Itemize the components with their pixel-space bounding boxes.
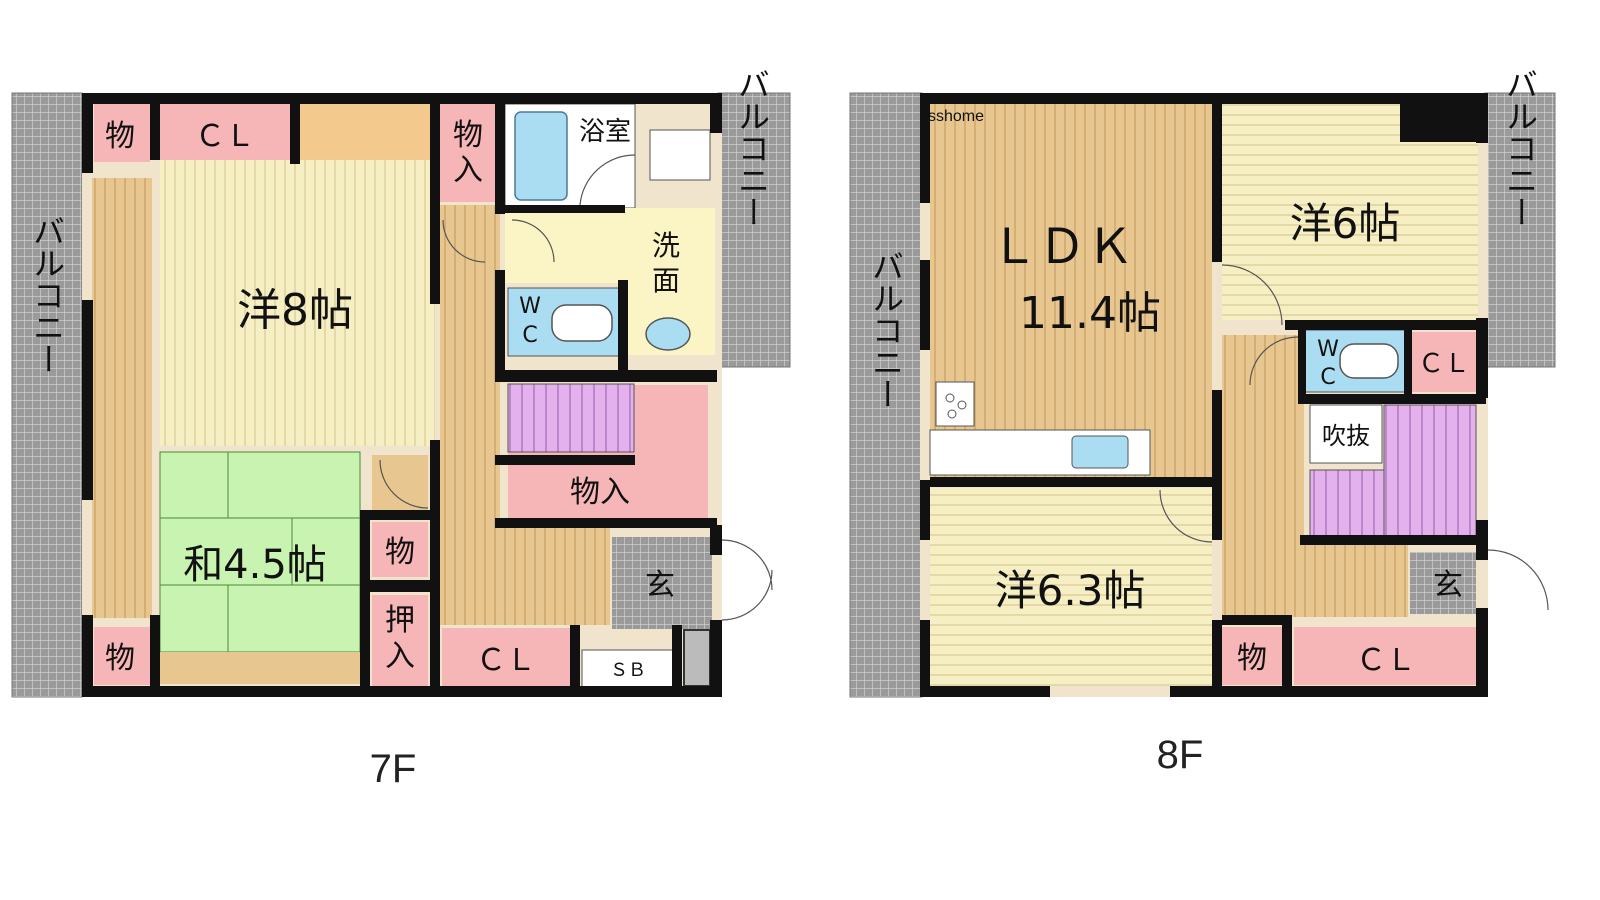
storage-top-7f (440, 104, 495, 202)
label-void-8f: 吹抜 (1322, 422, 1370, 450)
corridor-8f (1222, 335, 1304, 617)
label-entrance-8f: 玄 (1433, 568, 1463, 603)
label-bath-7f: 浴室 (579, 117, 631, 147)
label-closet-bottom-8f: ＣＬ (1356, 643, 1416, 678)
label-balcony-right-8f: バルコニー (1501, 68, 1539, 228)
storage-mono-tl-7f (94, 104, 150, 162)
corridor-left-7f (92, 178, 152, 618)
label-wc-7f-c: C (522, 323, 537, 348)
bathtub-icon (514, 111, 568, 201)
label-japanese-room-7f: 和4.5帖 (183, 542, 327, 588)
toilet-icon-8f (1339, 343, 1399, 379)
washroom-7f (505, 208, 715, 283)
label-balcony-right-7f: バルコニー (733, 68, 771, 228)
entrance-7f (612, 537, 712, 629)
storage-mono-8f (1222, 627, 1282, 685)
balcony-left-7f (11, 92, 83, 698)
label-mono-mid-7f: 物 (385, 535, 415, 570)
sink-icon (645, 317, 691, 351)
label-washroom-7f-b: 面 (652, 264, 680, 297)
oshiire-7f (372, 595, 428, 687)
label-washroom-7f-a: 洗 (652, 229, 680, 262)
western-room-7f (160, 160, 435, 446)
storage-mono-bl-7f (94, 627, 150, 685)
label-oshiire-7f-a: 押 (385, 603, 415, 638)
closet-small-8f (1412, 332, 1476, 392)
toilet-icon (551, 304, 613, 342)
label-oshiire-7f-b: 入 (385, 639, 415, 674)
western-room-b-8f (930, 488, 1212, 686)
label-wc-8f-c: C (1320, 365, 1335, 390)
label-wc-7f-w: W (519, 294, 541, 319)
label-mono-bl-7f: 物 (105, 641, 135, 676)
balcony-right-7f (717, 92, 791, 368)
entrance-8f (1410, 552, 1476, 614)
storage-mono-mid-7f (372, 522, 428, 577)
watermark-text: sshome (928, 108, 984, 125)
label-mono-tl-7f: 物 (105, 119, 135, 154)
closet-bottom-7f (442, 628, 570, 686)
balcony-left-8f (849, 92, 923, 698)
label-wc-8f-w: W (1317, 337, 1339, 362)
floor-label-7f: 7F (370, 747, 417, 791)
label-storage-top-7f-2: 入 (453, 153, 483, 188)
label-western-room-a-8f: 洋6帖 (1290, 199, 1401, 248)
floor-7f: 物 ＣＬ 物 入 浴室 洗 面 W C 洋8帖 和4.5帖 物 押 入 物入 物… (11, 68, 791, 791)
label-closet-small-8f: ＣＬ (1418, 349, 1470, 379)
label-balcony-left-8f: バルコニー (867, 250, 905, 410)
void-8f (1309, 404, 1383, 464)
stairs-7f (507, 383, 635, 453)
kitchen-sink-icon (1071, 435, 1129, 469)
label-closet-bottom-7f: ＣＬ (476, 643, 536, 678)
label-western-room-7f: 洋8帖 (237, 285, 353, 336)
closet-bottom-8f (1294, 627, 1478, 685)
label-ldk-title-8f: ＬＤＫ (990, 219, 1134, 275)
label-closet-top-7f: ＣＬ (195, 119, 255, 154)
label-mono-8f: 物 (1237, 641, 1267, 676)
label-shoe-box-7f: ＳＢ (610, 660, 646, 681)
label-storage-top-7f: 物 (453, 118, 483, 153)
label-entrance-7f: 玄 (645, 568, 675, 603)
label-ldk-size-8f: 11.4帖 (1019, 288, 1161, 339)
stove-icon (935, 381, 975, 427)
floor-label-8f: 8F (1157, 733, 1204, 777)
label-balcony-left-7f: バルコニー (28, 215, 66, 375)
ldk-8f (930, 104, 1212, 480)
label-western-room-b-8f: 洋6.3帖 (995, 566, 1146, 615)
corridor-mid-7f (440, 205, 500, 625)
label-storage-large-7f: 物入 (570, 475, 630, 510)
balcony-right-8f (1484, 92, 1556, 368)
closet-top-7f (160, 104, 290, 160)
floor-8f: sshome ＬＤＫ 11.4帖 洋6帖 洋6.3帖 W C ＣＬ 吹抜 玄 物… (849, 68, 1556, 777)
